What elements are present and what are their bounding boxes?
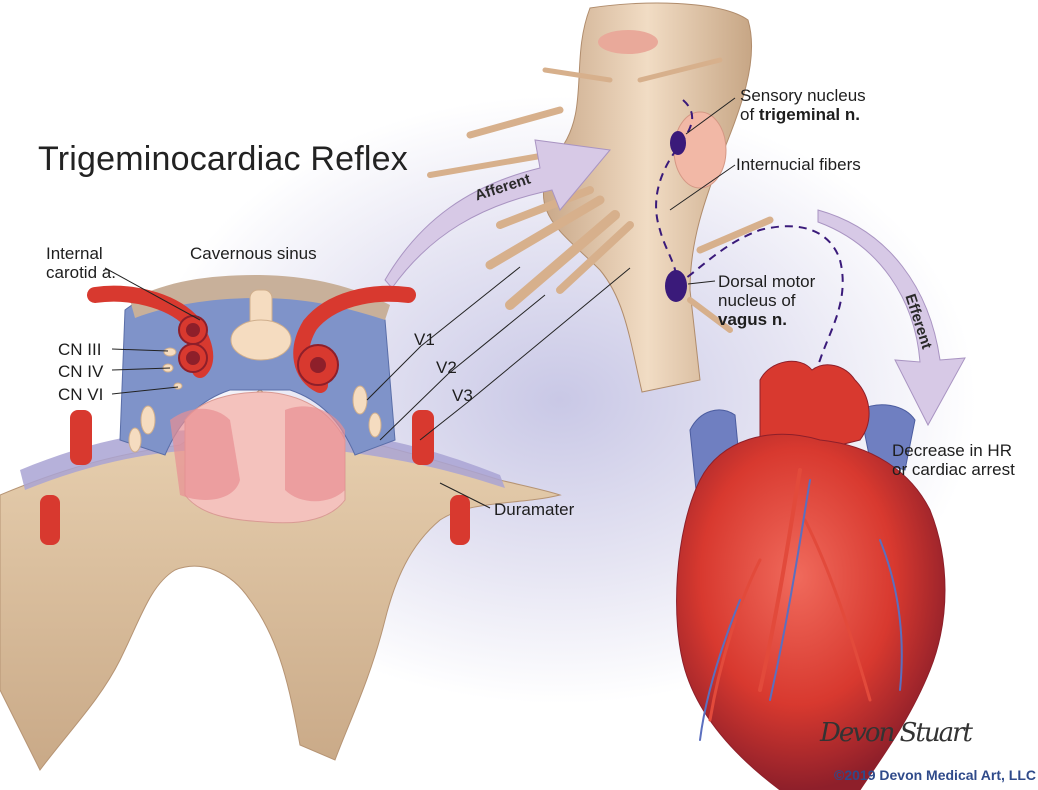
label-v3: V3 xyxy=(452,386,473,405)
label-internal-carotid-line1: Internal xyxy=(46,244,116,263)
label-sensory-prefix: of xyxy=(740,105,759,124)
label-dorsal-line2: nucleus of xyxy=(718,291,815,310)
dorsal-motor-nucleus-dot xyxy=(665,270,687,302)
pituitary-gland xyxy=(231,320,291,360)
pons-top xyxy=(598,30,658,54)
label-sensory-nucleus: Sensory nucleus of trigeminal n. xyxy=(740,86,866,124)
label-internal-carotid: Internal carotid a. xyxy=(46,244,116,282)
label-v2: V2 xyxy=(436,358,457,377)
label-sensory-line1: Sensory nucleus xyxy=(740,86,866,105)
sella-lobe-right xyxy=(285,406,345,501)
label-cavernous-sinus: Cavernous sinus xyxy=(190,244,317,263)
label-internucial-fibers: Internucial fibers xyxy=(736,155,861,174)
label-internal-carotid-line2: carotid a. xyxy=(46,263,116,282)
label-dorsal-motor-nucleus: Dorsal motor nucleus of vagus n. xyxy=(718,272,815,329)
carotid-lumen-left-inner xyxy=(186,323,200,337)
label-v1: V1 xyxy=(414,330,435,349)
label-cn3: CN III xyxy=(58,340,101,359)
label-outcome-line2: or cardiac arrest xyxy=(892,460,1015,479)
label-outcome-line1: Decrease in HR xyxy=(892,441,1015,460)
cn3-nerve-inner xyxy=(186,351,200,365)
copyright-credit: ©2019 Devon Medical Art, LLC xyxy=(834,767,1036,783)
label-outcome: Decrease in HR or cardiac arrest xyxy=(892,441,1015,479)
diagram-title: Trigeminocardiac Reflex xyxy=(38,140,408,179)
label-duramater: Duramater xyxy=(494,500,574,519)
carotid-lumen-right-inner xyxy=(310,357,326,373)
label-cn4: CN IV xyxy=(58,362,103,381)
artist-signature: Devon Stuart xyxy=(820,718,971,748)
label-sensory-bold: trigeminal n. xyxy=(759,105,860,124)
sensory-nucleus-dot xyxy=(670,131,686,155)
label-dorsal-line1: Dorsal motor xyxy=(718,272,815,291)
sella-lobe-left xyxy=(170,409,240,500)
label-dorsal-line3: vagus n. xyxy=(718,310,815,329)
label-cn6: CN VI xyxy=(58,385,103,404)
